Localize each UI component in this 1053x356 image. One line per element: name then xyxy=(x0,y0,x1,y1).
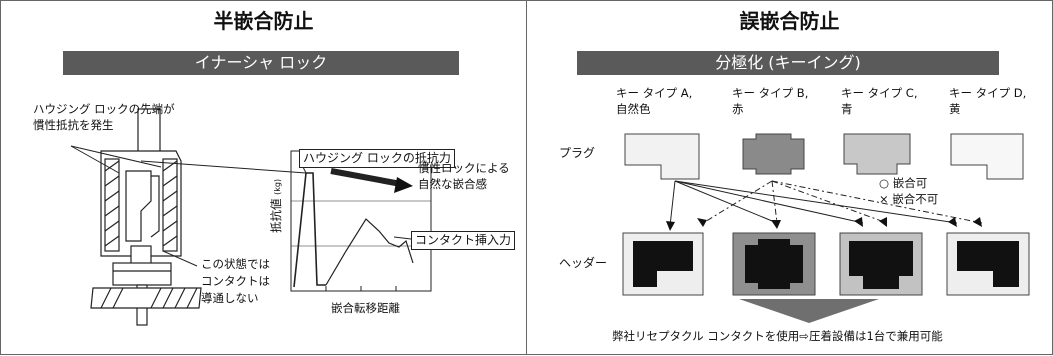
key-type-c-line1: キー タイプ C, xyxy=(841,86,918,100)
legend-mate-ok: ○ 嵌合可 xyxy=(879,176,928,190)
section-bar-right: 分極化 (キーイング) xyxy=(577,51,999,75)
x-axis-label: 嵌合転移距離 xyxy=(331,301,400,315)
inertia-lock-diagram xyxy=(70,108,432,326)
key-type-b-line1: キー タイプ B, xyxy=(732,86,809,100)
keying-panel: 誤嵌合防止 分極化 (キーイング) キー タイプ A, 自然色 キー タイプ B… xyxy=(526,0,1053,355)
legend-mate-ng: × 嵌合不可 xyxy=(879,192,939,206)
row-label-plug: プラグ xyxy=(559,146,596,160)
footer-note: 弊社リセプタクル コンタクトを使用⇨圧着設備は1台で兼用可能 xyxy=(612,329,943,343)
plug-row xyxy=(624,133,1024,180)
header-row xyxy=(622,232,1030,296)
state-note-line2: コンタクトは xyxy=(201,274,270,288)
keying-diagram xyxy=(622,133,1030,323)
state-note-line1: この状態では xyxy=(201,257,270,271)
inertia-lock-panel: 半嵌合防止 イナーシャ ロック xyxy=(0,0,527,355)
plug-type-b xyxy=(742,133,805,175)
housing-lock-resistance-label: ハウジング ロックの抵抗力 xyxy=(299,149,455,168)
plug-type-c xyxy=(843,133,911,175)
y-axis-unit: (kg) xyxy=(273,178,282,195)
plug-type-a xyxy=(624,133,700,180)
key-type-d-line1: キー タイプ D, xyxy=(949,86,1027,100)
panel-title-right: 誤嵌合防止 xyxy=(739,9,840,33)
lock-note-line1: ハウジング ロックの先端が xyxy=(33,102,175,116)
panel-title-left: 半嵌合防止 xyxy=(213,9,314,33)
result-arrow xyxy=(739,299,879,323)
key-type-d-line2: 黄 xyxy=(949,102,961,116)
contact-insertion-force-label: コンタクト挿入力 xyxy=(411,231,516,250)
leader-lines xyxy=(70,145,307,267)
connector-cross-section xyxy=(90,108,202,326)
key-type-b-line2: 赤 xyxy=(732,102,744,116)
inertia-label-line1: 慣性ロックによる xyxy=(418,161,510,175)
mating-lines xyxy=(669,180,983,227)
key-type-c-line2: 青 xyxy=(841,102,853,116)
section-bar-left: イナーシャ ロック xyxy=(63,51,459,75)
row-label-header: ヘッダー xyxy=(559,256,608,270)
y-axis-title: 抵抗値 xyxy=(269,198,283,234)
plug-type-d xyxy=(950,133,1024,180)
state-note-line3: 導通しない xyxy=(201,291,259,305)
lock-note-line2: 慣性抵抗を発生 xyxy=(33,118,114,132)
inertia-label-line2: 自然な嵌合感 xyxy=(418,177,487,191)
resistance-graph xyxy=(290,150,432,292)
key-type-a-line1: キー タイプ A, xyxy=(616,86,693,100)
key-type-a-line2: 自然色 xyxy=(616,102,651,116)
y-axis-label: 抵抗値 (kg) xyxy=(269,179,285,233)
mating-arrowheads xyxy=(666,217,982,231)
